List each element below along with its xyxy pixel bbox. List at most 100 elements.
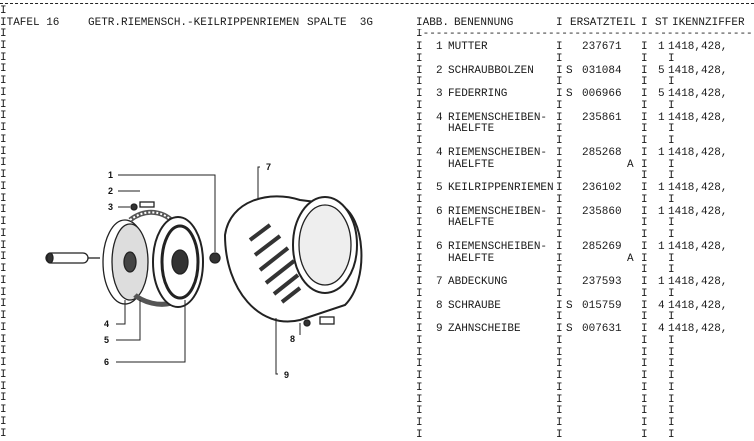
col-abb: IABB. bbox=[416, 17, 450, 29]
border-char: I bbox=[416, 111, 423, 124]
border-char: I bbox=[641, 158, 648, 171]
border-char: I bbox=[556, 287, 563, 300]
border-char: I bbox=[416, 428, 423, 441]
item-quantity: 5 bbox=[658, 88, 665, 100]
border-char: I bbox=[0, 357, 7, 369]
border-char: I bbox=[556, 52, 563, 65]
col-name: BENENNUNG bbox=[454, 17, 514, 29]
part-number: 235860 bbox=[582, 205, 622, 218]
item-name: RIEMENSCHEIBEN- bbox=[448, 111, 548, 124]
top-dashed-rule bbox=[0, 3, 754, 4]
border-char: I bbox=[0, 39, 7, 52]
border-char: I bbox=[416, 170, 423, 183]
item-name-line2: HAELFTE bbox=[448, 217, 495, 230]
part-number: 006966 bbox=[582, 88, 622, 100]
border-char: I bbox=[641, 252, 648, 265]
border-char: I bbox=[641, 323, 648, 335]
border-char: I bbox=[0, 157, 7, 170]
callout-8: 8 bbox=[290, 334, 295, 344]
pulley-half-rear-icon bbox=[102, 219, 149, 305]
border-char: I bbox=[641, 240, 648, 253]
item-number: 6 bbox=[436, 205, 443, 218]
item-quantity: 1 bbox=[658, 182, 665, 194]
border-char: I bbox=[556, 205, 563, 218]
border-char: I bbox=[641, 370, 648, 382]
border-char: I bbox=[416, 381, 423, 394]
border-char: I bbox=[668, 135, 675, 147]
item-quantity: 4 bbox=[658, 299, 665, 312]
col-sep1: I bbox=[556, 17, 563, 29]
border-char: I bbox=[556, 76, 563, 89]
border-char: I bbox=[416, 41, 423, 53]
col-qty: ST bbox=[655, 17, 669, 29]
border-char: I bbox=[668, 52, 675, 65]
item-code: 1418,428, bbox=[668, 299, 728, 312]
item-name: SCHRAUBE bbox=[448, 299, 501, 312]
border-char: I bbox=[0, 122, 7, 134]
border-char: I bbox=[0, 145, 7, 158]
item-code: 1418,428, bbox=[668, 41, 728, 53]
border-char: I bbox=[0, 133, 7, 146]
item-quantity: 1 bbox=[658, 146, 665, 159]
border-char: I bbox=[556, 99, 563, 112]
border-char: I bbox=[668, 358, 675, 371]
border-char: I bbox=[668, 405, 675, 418]
border-char: I bbox=[556, 393, 563, 406]
item-code: 1418,428, bbox=[668, 323, 728, 335]
part-number: 007631 bbox=[582, 323, 622, 335]
border-char: I bbox=[416, 76, 423, 89]
border-char: I bbox=[416, 123, 423, 136]
border-char: I bbox=[0, 86, 7, 99]
border-char: I bbox=[0, 427, 7, 440]
border-char: I bbox=[556, 217, 563, 230]
part-suffix: A bbox=[627, 158, 634, 171]
border-char: I bbox=[641, 299, 648, 312]
border-char: I bbox=[668, 217, 675, 230]
border-char: I bbox=[416, 52, 423, 65]
item-code: 1418,428, bbox=[668, 146, 728, 159]
item-name-line2: HAELFTE bbox=[448, 252, 495, 265]
border-char: I bbox=[0, 310, 7, 322]
border-char: I bbox=[641, 311, 648, 324]
border-char: I bbox=[0, 380, 7, 393]
cover-icon bbox=[223, 195, 363, 323]
part-number: 015759 bbox=[582, 299, 622, 312]
item-name: ABDECKUNG bbox=[448, 276, 508, 288]
border-char: I bbox=[556, 417, 563, 429]
border-char: I bbox=[416, 135, 423, 147]
callout-9: 9 bbox=[284, 370, 289, 380]
border-char: I bbox=[0, 404, 7, 416]
border-char: I bbox=[641, 170, 648, 183]
border-char: I bbox=[641, 41, 648, 53]
border-char: I bbox=[641, 111, 648, 124]
header-rule: I---------------------------------------… bbox=[416, 29, 753, 40]
item-number: 8 bbox=[436, 299, 443, 312]
border-char: I bbox=[416, 99, 423, 112]
border-char: I bbox=[556, 346, 563, 359]
callout-2: 2 bbox=[108, 186, 113, 196]
item-name: RIEMENSCHEIBEN- bbox=[448, 205, 548, 218]
border-char: I bbox=[668, 370, 675, 382]
border-char: I bbox=[416, 311, 423, 324]
border-char: I bbox=[556, 264, 563, 277]
border-char: I bbox=[668, 428, 675, 441]
border-char: I bbox=[641, 146, 648, 159]
page-title: GETR.RIEMENSCH.-KEILRIPPENRIEMEN bbox=[88, 17, 300, 29]
border-char: I bbox=[0, 392, 7, 405]
border-char: I bbox=[416, 393, 423, 406]
border-char: I bbox=[0, 98, 7, 111]
border-char: I bbox=[556, 88, 563, 100]
border-char: I bbox=[416, 240, 423, 253]
item-code: 1418,428, bbox=[668, 182, 728, 194]
part-number: 237593 bbox=[582, 276, 622, 288]
border-char: I bbox=[0, 263, 7, 275]
border-char: I bbox=[416, 229, 423, 241]
item-number: 5 bbox=[436, 182, 443, 194]
border-char: I bbox=[416, 405, 423, 418]
border-char: I bbox=[0, 333, 7, 346]
border-char: I bbox=[0, 192, 7, 205]
part-prefix: S bbox=[566, 64, 573, 77]
border-char: I bbox=[416, 205, 423, 218]
border-char: I bbox=[556, 146, 563, 159]
border-char: I bbox=[641, 99, 648, 112]
